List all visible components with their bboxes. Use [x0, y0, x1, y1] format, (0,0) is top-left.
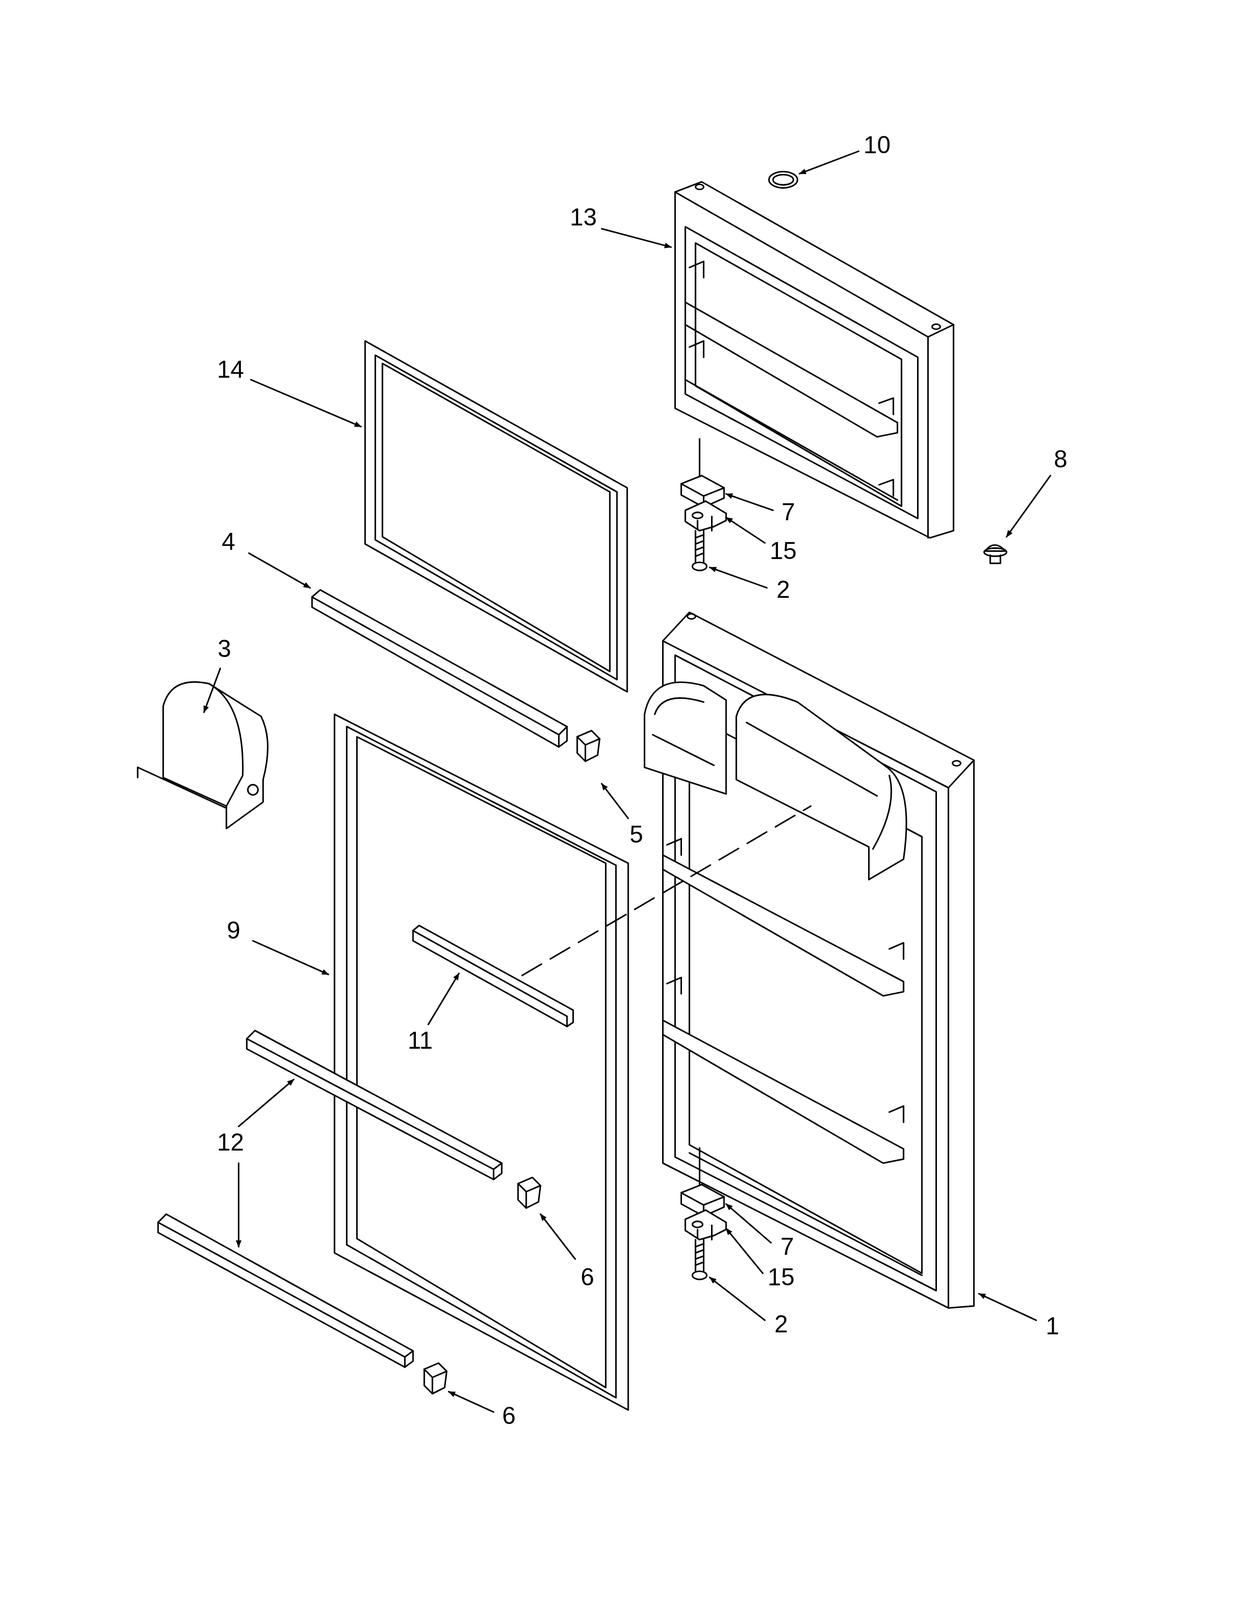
leader-lines	[448, 1391, 494, 1412]
freezer-gasket	[382, 363, 610, 672]
callout-number: 7	[780, 1234, 794, 1259]
fresh-food-door	[746, 722, 892, 849]
leader-lines	[709, 1277, 765, 1320]
door-stop-ring	[768, 171, 798, 189]
callout-number: 14	[217, 357, 245, 382]
fresh-food-gasket	[346, 726, 616, 1398]
leader-lines	[601, 783, 629, 819]
bar-end-caps	[518, 1176, 541, 1208]
leader-lines	[428, 973, 460, 1025]
door-bars	[158, 1221, 413, 1367]
freezer-door	[689, 261, 704, 358]
fresh-food-door	[952, 760, 961, 766]
dairy-door	[137, 681, 268, 829]
leader-lines	[238, 1078, 294, 1126]
leader-lines	[726, 517, 765, 543]
leader-lines	[799, 151, 859, 174]
door-bars	[312, 589, 568, 747]
callout-number: 6	[580, 1264, 595, 1289]
callout-number: 7	[781, 499, 795, 524]
leader-lines	[237, 1162, 240, 1247]
fresh-food-gasket	[334, 713, 629, 1410]
leader-lines	[709, 567, 767, 588]
fresh-food-door	[652, 697, 714, 766]
door-stop-ring	[768, 171, 798, 189]
callout-number: 13	[570, 205, 598, 230]
door-bars	[158, 589, 573, 1367]
fresh-food-door	[644, 612, 975, 1308]
bar-end-caps	[577, 736, 600, 761]
dairy-door	[163, 681, 269, 829]
callout-number: 6	[502, 1403, 516, 1428]
freezer-door	[879, 397, 894, 496]
callout-number: 4	[221, 529, 236, 554]
door-bars	[412, 930, 568, 1027]
callout-number: 15	[769, 538, 797, 563]
callout-number: 5	[629, 822, 644, 847]
leader-lines	[253, 940, 329, 974]
bar-end-caps	[577, 730, 600, 761]
door-bars	[312, 596, 568, 747]
fresh-food-gasket	[356, 736, 606, 1388]
leader-lines	[248, 553, 310, 588]
hinge-assembly	[681, 438, 727, 571]
door-bars	[246, 1030, 502, 1179]
leader-lines	[204, 151, 1051, 1412]
fresh-food-door	[644, 681, 727, 794]
leader-lines	[979, 1293, 1037, 1320]
freezer-door	[932, 324, 941, 330]
fresh-food-door	[663, 1019, 904, 1163]
hole-plug	[983, 547, 1007, 556]
callout-number: 10	[863, 132, 891, 158]
callout-number: 8	[1053, 446, 1068, 472]
hinge-assembly	[681, 1147, 727, 1279]
freezer-door	[695, 184, 704, 190]
fresh-food-door	[687, 613, 696, 619]
callout-number: 15	[767, 1264, 795, 1289]
callout-number: 1	[1045, 1313, 1060, 1338]
dairy-door	[137, 767, 227, 809]
callout-number: 11	[407, 1028, 433, 1053]
fresh-food-door	[689, 1152, 922, 1275]
alignment-line	[522, 806, 811, 976]
door-bars	[412, 925, 573, 1027]
leader-lines	[540, 1213, 576, 1259]
callout-number: 12	[217, 1129, 245, 1155]
bar-end-caps	[424, 730, 600, 1394]
dairy-door	[208, 683, 243, 806]
fresh-food-door	[736, 694, 907, 880]
door-bars	[246, 1038, 502, 1179]
hole-plug	[983, 544, 1007, 564]
leader-lines	[726, 493, 774, 511]
leader-lines	[1006, 475, 1051, 537]
leader-lines	[204, 668, 221, 713]
door-bars	[158, 1213, 413, 1367]
fresh-food-door	[666, 838, 682, 994]
bar-end-caps	[424, 1368, 447, 1394]
callout-number: 2	[774, 1311, 789, 1336]
fresh-food-door	[889, 942, 904, 1123]
bar-end-caps	[518, 1183, 541, 1208]
freezer-door	[685, 379, 898, 500]
callout-number: 2	[776, 577, 791, 602]
callout-number: 9	[226, 918, 241, 943]
freezer-door	[695, 242, 902, 507]
leader-lines	[601, 228, 671, 248]
hole-plug	[990, 554, 1001, 564]
freezer-gasket	[375, 355, 618, 680]
leader-lines	[251, 379, 362, 427]
dairy-door	[247, 784, 258, 795]
callout-number: 3	[217, 636, 232, 661]
leader-lines	[726, 1228, 763, 1274]
freezer-door	[685, 226, 919, 519]
freezer-door	[685, 301, 898, 437]
fresh-food-gasket	[334, 713, 629, 1410]
door-stop-ring	[773, 174, 794, 185]
bar-end-caps	[424, 1362, 447, 1394]
fresh-food-door	[663, 855, 904, 996]
